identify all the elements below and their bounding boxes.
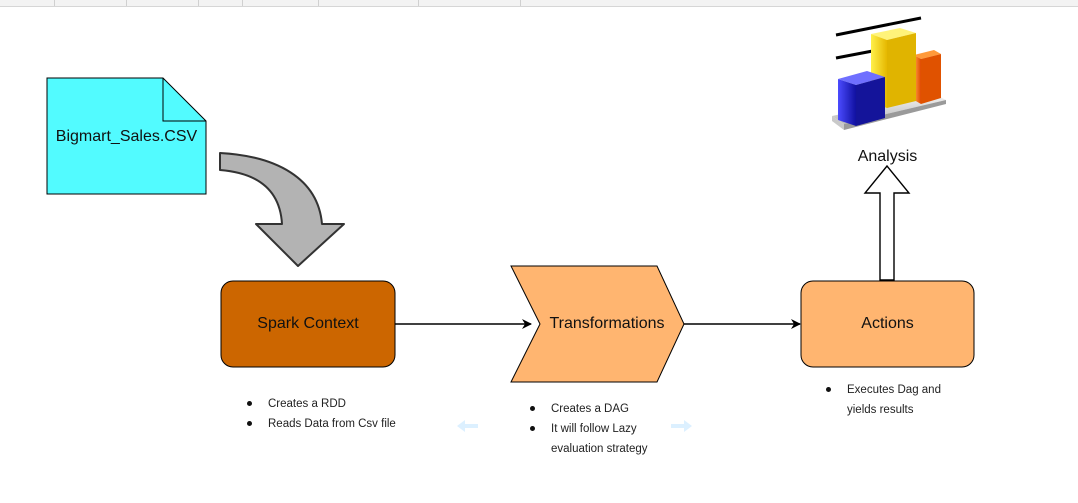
actions-node[interactable] (800, 280, 975, 368)
spark-context-node[interactable] (220, 280, 396, 368)
spark-context-notes: Creates a RDD Reads Data from Csv file (247, 394, 447, 434)
actions-notes: Executes Dag and yields results (826, 380, 986, 420)
csv-file-shape[interactable] (46, 77, 207, 195)
note-item: Creates a RDD (247, 394, 447, 414)
note-item-continuation: evaluation strategy (551, 443, 648, 455)
csv-file-fold (162, 78, 206, 122)
right-hint-arrow-icon (671, 420, 692, 432)
note-item: Reads Data from Csv file (247, 414, 447, 434)
transformations-node[interactable] (510, 265, 685, 383)
bar-chart-3d-icon (832, 16, 946, 130)
note-item: Creates a DAG (530, 399, 690, 419)
transformations-notes: Creates a DAG It will follow Lazy evalua… (530, 399, 690, 459)
note-item-continuation: yields results (847, 404, 914, 416)
left-hint-arrow-icon (457, 420, 478, 432)
curved-arrow-icon (219, 152, 345, 267)
note-item: Executes Dag and (826, 380, 986, 400)
hollow-up-arrow-icon (863, 164, 911, 281)
canvas-top-toolbar (0, 0, 1078, 7)
note-item: It will follow Lazy (530, 419, 690, 439)
